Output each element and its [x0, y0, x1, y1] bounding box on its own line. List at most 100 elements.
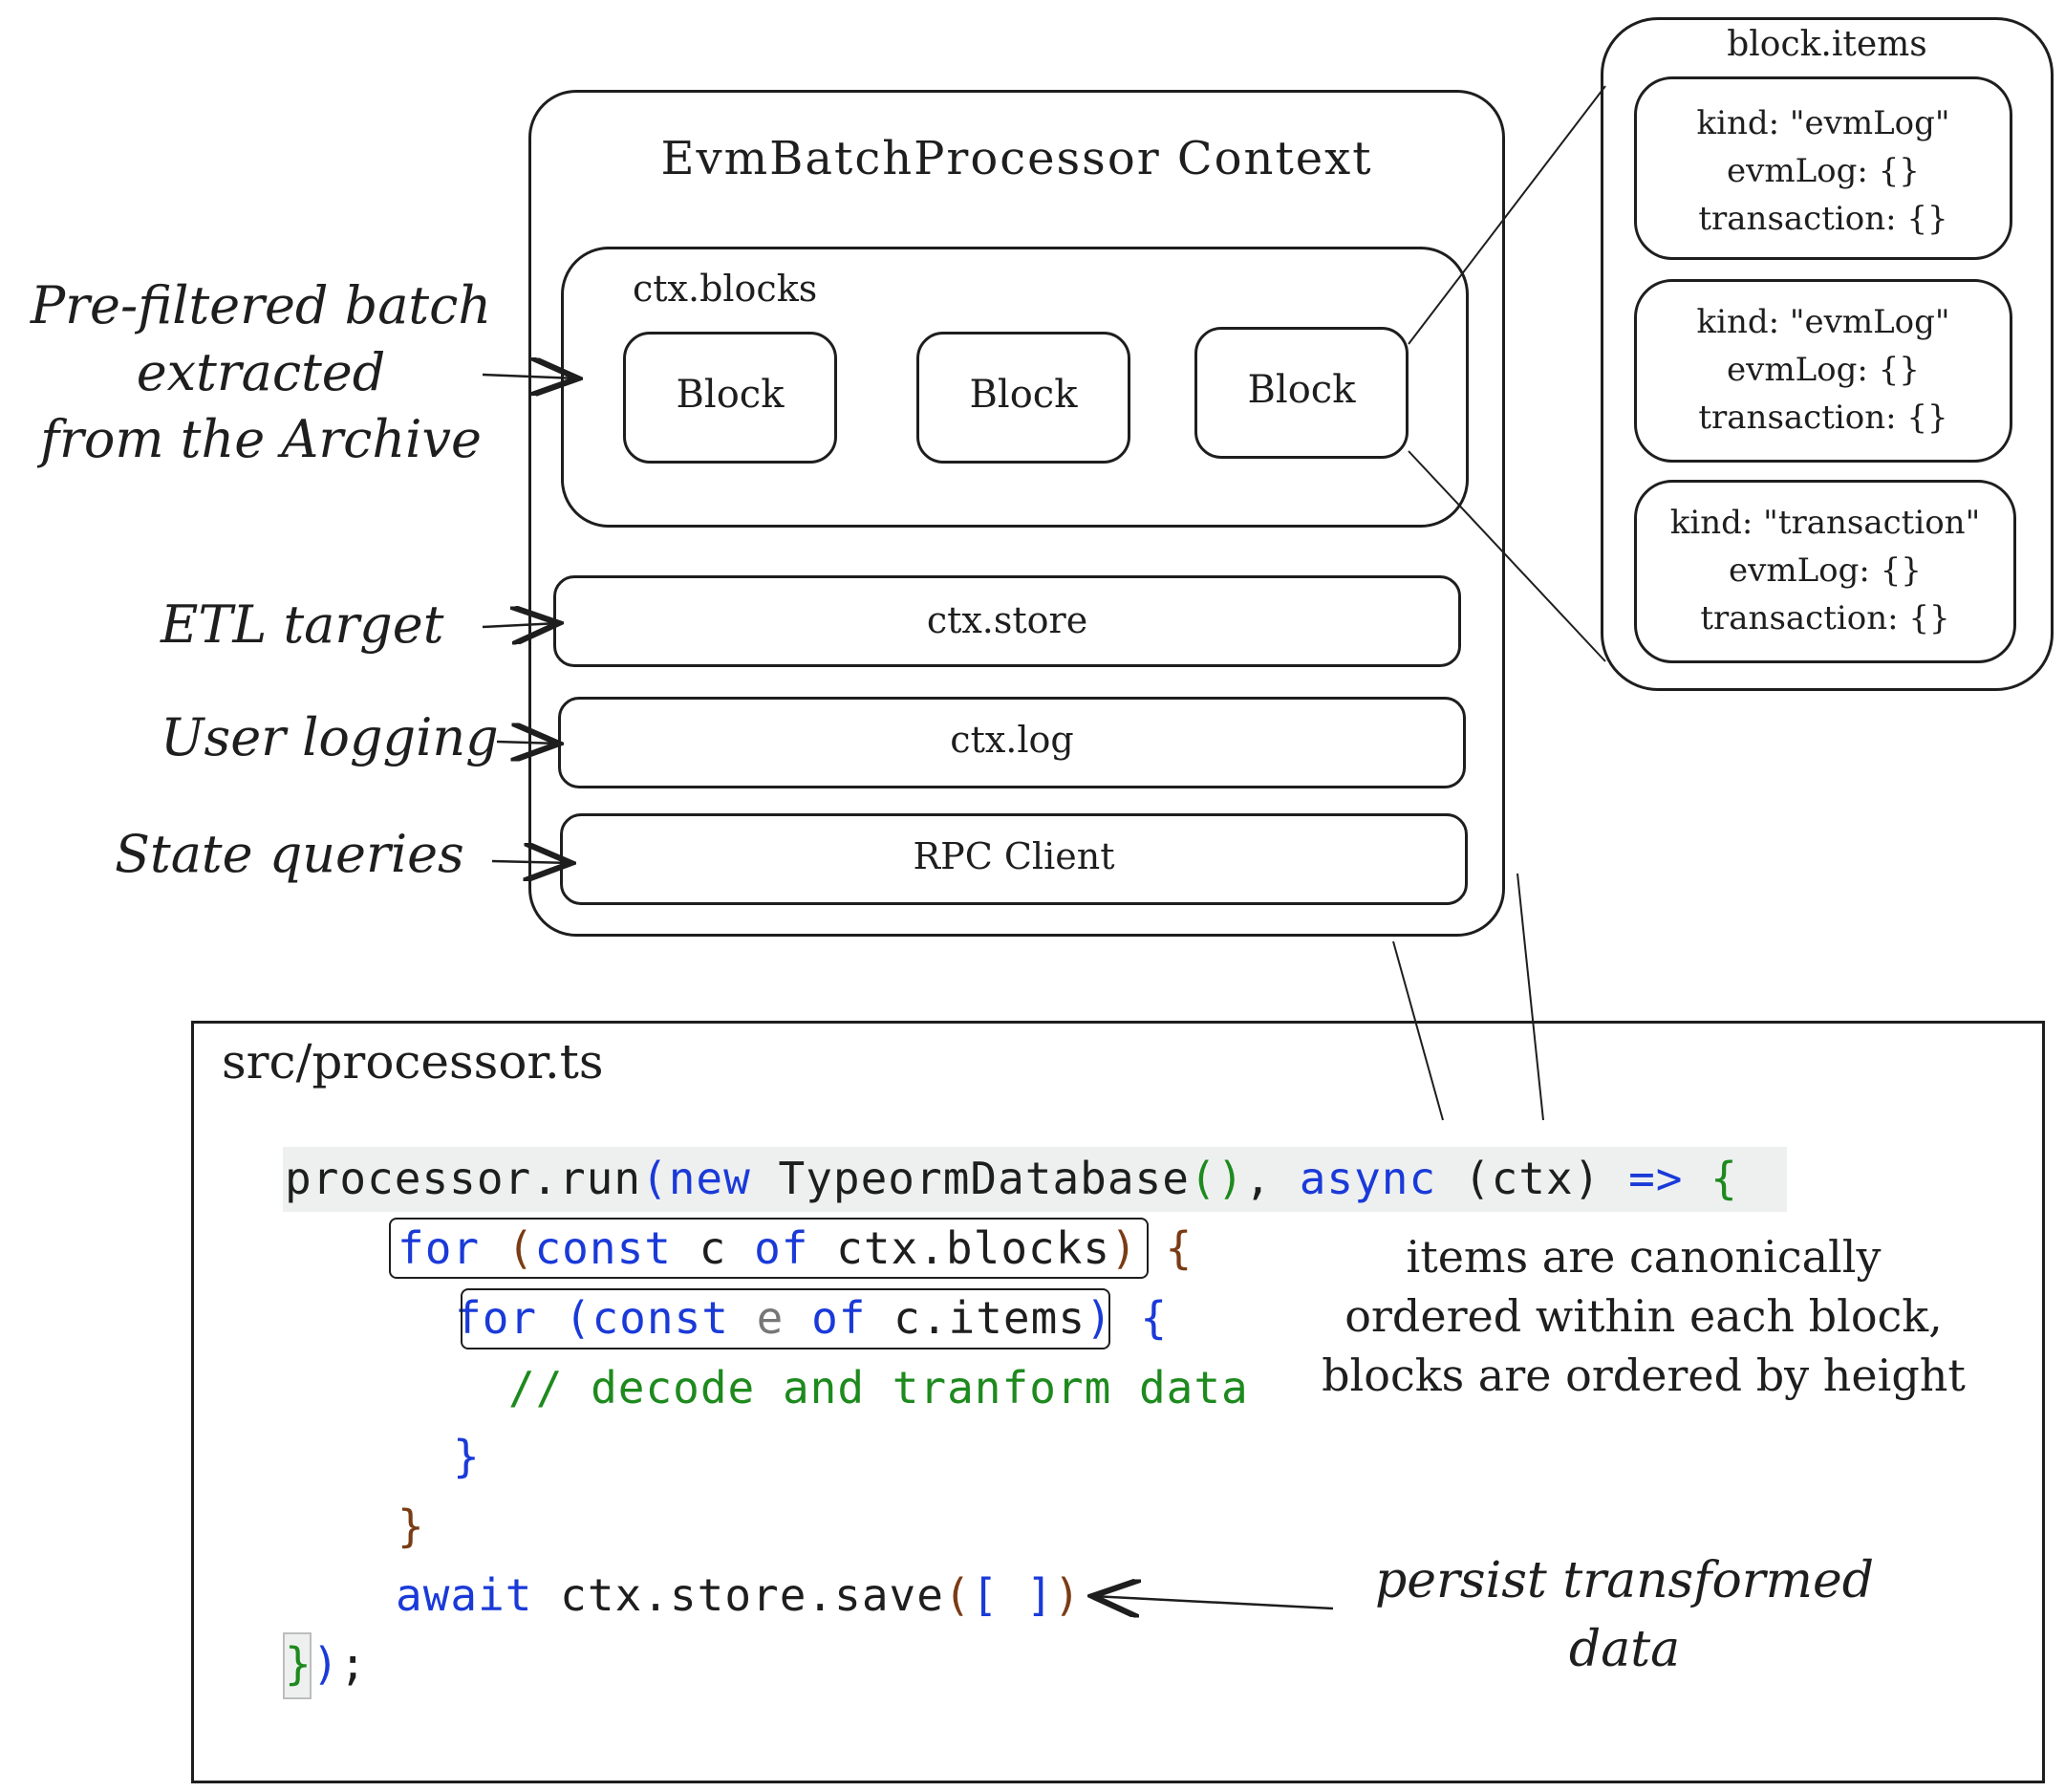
code-outer-close: }: [398, 1501, 425, 1552]
block-items-panel: [1601, 17, 2054, 691]
code-final-brace: }: [285, 1638, 312, 1690]
item-2-transaction: transaction: {}: [1698, 399, 1948, 437]
code-for-2: for: [455, 1292, 538, 1344]
code-panel: [191, 1021, 2045, 1783]
ctx-log-box: [558, 697, 1466, 788]
block-2-label: Block: [969, 373, 1078, 417]
code-save-paren-open: (: [943, 1569, 972, 1621]
rpc-client-box: [560, 813, 1468, 905]
block-3: [1194, 327, 1409, 459]
code-save-paren-close: ): [1053, 1569, 1082, 1621]
code-ctx-blocks: ctx.blocks: [808, 1222, 1111, 1274]
context-title: EvmBatchProcessor Context: [660, 132, 1373, 185]
ctx-store-box: [553, 575, 1461, 667]
label-state-queries: State queries: [115, 824, 464, 884]
block-2: [916, 332, 1130, 464]
code-for-2-brace: {: [1112, 1292, 1169, 1344]
code-store-save: ctx.store.save: [532, 1569, 944, 1621]
code-const-2: const: [592, 1292, 729, 1344]
label-prefiltered-line2: extracted: [136, 342, 386, 402]
item-1-kind: kind: "evmLog": [1696, 104, 1950, 142]
label-prefiltered-line3: from the Archive: [40, 409, 482, 469]
code-new: new: [668, 1153, 751, 1204]
annotation-persist-line2: data: [1568, 1621, 1681, 1678]
annotation-persist-line1: persist transformed: [1374, 1552, 1875, 1609]
item-card-2-text: kind: "evmLog" evmLog: {} transaction: {…: [1634, 298, 2012, 442]
code-brace-open: {: [1683, 1153, 1738, 1204]
label-prefiltered: Pre-filtered batch extracted from the Ar…: [17, 272, 505, 473]
ctx-code-line-1: [1392, 940, 1444, 1121]
ctx-store-label: ctx.store: [926, 599, 1088, 641]
processor-context-box: [528, 90, 1505, 937]
item-card-3-text: kind: "transaction" evmLog: {} transacti…: [1634, 499, 2016, 642]
item-card-1-text: kind: "evmLog" evmLog: {} transaction: {…: [1634, 99, 2012, 243]
code-final-paren: ): [312, 1638, 340, 1690]
code-line-3: for (const e of c.items) {: [455, 1292, 1168, 1344]
code-for-1: for: [398, 1222, 481, 1274]
item-card-2: [1634, 279, 2012, 463]
label-user-logging: User logging: [161, 707, 499, 767]
label-prefiltered-line1: Pre-filtered batch: [30, 275, 492, 335]
arrow-persist: [1092, 1596, 1334, 1608]
block-3-label: Block: [1247, 368, 1356, 412]
item-1-evmlog: evmLog: {}: [1727, 152, 1920, 190]
code-for-1-brace: {: [1137, 1222, 1194, 1274]
ctx-blocks-box: [561, 247, 1469, 528]
code-var-e: e: [728, 1292, 812, 1344]
code-paren-open: (: [641, 1153, 669, 1204]
annotation-persist: persist transformed data: [1338, 1546, 1911, 1684]
code-await: await: [396, 1569, 533, 1621]
code-comma: ,: [1244, 1153, 1300, 1204]
code-line-6: }: [398, 1501, 425, 1552]
code-closing-brace-highlight: [283, 1632, 312, 1699]
annotation-ordering: items are canonically ordered within eac…: [1280, 1227, 2007, 1405]
code-semicolon: ;: [339, 1638, 368, 1690]
code-const-1: const: [534, 1222, 672, 1274]
code-ctx-param: (ctx): [1436, 1153, 1629, 1204]
code-line-7: await ctx.store.save([ ]): [396, 1569, 1081, 1621]
ctx-blocks-label: ctx.blocks: [633, 268, 818, 310]
arrow-logging: [496, 742, 559, 744]
code-line-2: for (const c of ctx.blocks) {: [398, 1222, 1193, 1274]
item-1-transaction: transaction: {}: [1698, 200, 1948, 238]
label-etl-target: ETL target: [161, 594, 444, 655]
code-line-5: }: [453, 1431, 481, 1482]
code-typeorm-parens: (): [1189, 1153, 1245, 1204]
item-3-transaction: transaction: {}: [1700, 599, 1950, 637]
arrow-state: [491, 861, 571, 863]
item-3-kind: kind: "transaction": [1669, 504, 1981, 542]
code-inner-close: }: [453, 1431, 481, 1482]
block-1-label: Block: [676, 373, 785, 417]
arrow-etl: [482, 623, 559, 627]
code-processor-run: processor.run: [285, 1153, 642, 1204]
code-c-items: c.items: [866, 1292, 1086, 1344]
code-comment: // decode and tranform data: [508, 1362, 1249, 1414]
code-line-highlight: [283, 1147, 1787, 1212]
code-of-1: of: [754, 1222, 809, 1274]
code-for-2-close: ): [1086, 1292, 1113, 1344]
code-typeorm: TypeormDatabase: [750, 1153, 1190, 1204]
code-var-c: c: [671, 1222, 755, 1274]
block-1: [623, 332, 837, 464]
annotation-ordering-line2: ordered within each block,: [1344, 1290, 1943, 1342]
code-for-2-paren: (: [537, 1292, 592, 1344]
block-items-title: block.items: [1727, 25, 1927, 64]
ctx-log-label: ctx.log: [950, 719, 1074, 761]
zoom-line-top: [1408, 85, 1606, 345]
code-of-2: of: [811, 1292, 867, 1344]
code-line-1: processor.run(new TypeormDatabase(), asy…: [285, 1153, 1738, 1204]
item-3-evmlog: evmLog: {}: [1729, 551, 1922, 590]
annotation-ordering-line1: items are canonically: [1406, 1231, 1882, 1283]
code-arrow: =>: [1628, 1153, 1684, 1204]
highlight-inner-loop: [461, 1288, 1110, 1349]
code-async: async: [1299, 1153, 1437, 1204]
code-line-4: // decode and tranform data: [508, 1362, 1249, 1414]
rpc-client-label: RPC Client: [913, 835, 1115, 877]
item-2-evmlog: evmLog: {}: [1727, 351, 1920, 389]
item-card-1: [1634, 76, 2012, 260]
highlight-outer-loop: [389, 1218, 1149, 1279]
code-for-1-paren: (: [480, 1222, 535, 1274]
code-filename: src/processor.ts: [222, 1034, 604, 1090]
ctx-code-line-2: [1516, 873, 1544, 1121]
annotation-ordering-line3: blocks are ordered by height: [1322, 1349, 1966, 1401]
